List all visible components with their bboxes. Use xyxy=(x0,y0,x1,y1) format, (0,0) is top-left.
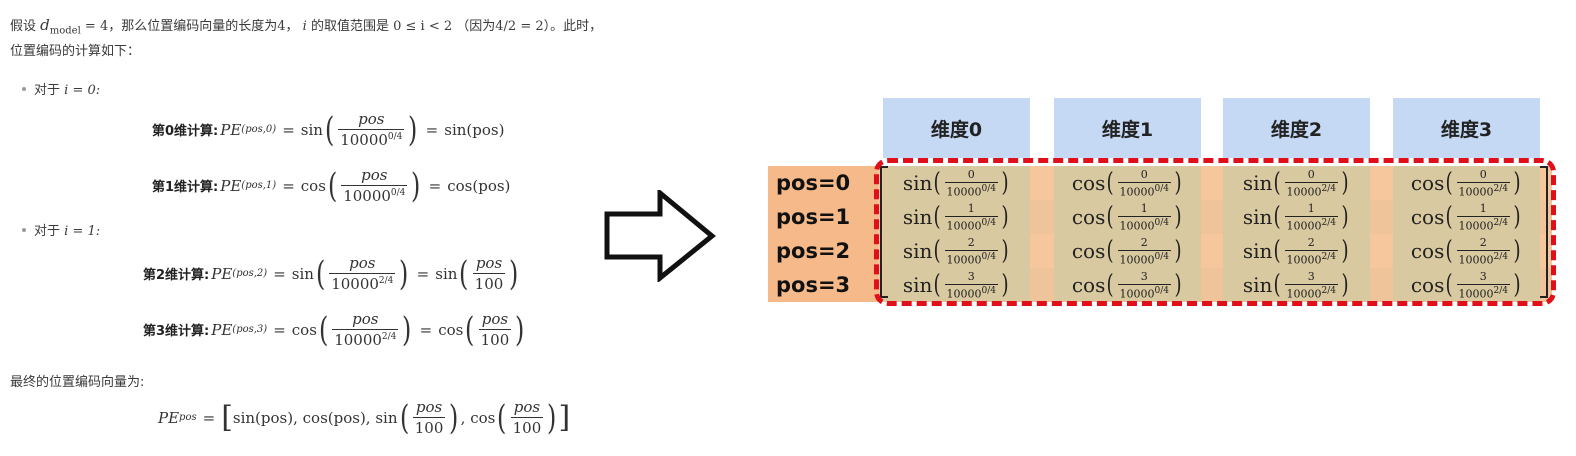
fn-name: cos xyxy=(1071,171,1106,195)
fn-name: sin xyxy=(1242,171,1273,195)
bullet-i0: 对于 i = 0: xyxy=(34,83,101,98)
fn-name: cos xyxy=(1410,273,1445,297)
header-dim1: 维度1 xyxy=(1054,98,1201,158)
intro-line-1: 假设 dmodel = 4，那么位置编码向量的长度为4， i 的取值范围是 0 … xyxy=(10,16,603,37)
fn-name: sin xyxy=(902,205,933,229)
fn-name: sin xyxy=(1242,205,1273,229)
header-dim2: 维度2 xyxy=(1223,98,1370,158)
fn-name: cos xyxy=(1071,205,1106,229)
fn-name: sin xyxy=(1242,239,1273,263)
fn-name: cos xyxy=(1410,171,1445,195)
fn-name: sin xyxy=(1242,273,1273,297)
bullet-i1: 对于 i = 1: xyxy=(34,224,101,239)
row-label: pos=1 xyxy=(768,200,878,234)
fn-name: cos xyxy=(1071,273,1106,297)
intro-line-2: 位置编码的计算如下： xyxy=(10,44,141,59)
fn-name: sin xyxy=(902,239,933,263)
bullet-dot xyxy=(22,87,26,91)
fn-name: cos xyxy=(1410,205,1445,229)
row-label: pos=0 xyxy=(768,166,878,200)
header-dim0: 维度0 xyxy=(883,98,1030,158)
final-label: 最终的位置编码向量为: xyxy=(10,375,145,390)
highlight-dashed-box xyxy=(874,158,1556,306)
fn-name: sin xyxy=(902,273,933,297)
fn-name: cos xyxy=(1410,239,1445,263)
fn-name: cos xyxy=(1071,239,1106,263)
fn-name: sin xyxy=(902,171,933,195)
bullet-dot xyxy=(22,228,26,232)
right-arrow-icon xyxy=(604,190,716,282)
row-label: pos=3 xyxy=(768,268,878,302)
header-dim3: 维度3 xyxy=(1393,98,1540,158)
row-label: pos=2 xyxy=(768,234,878,268)
